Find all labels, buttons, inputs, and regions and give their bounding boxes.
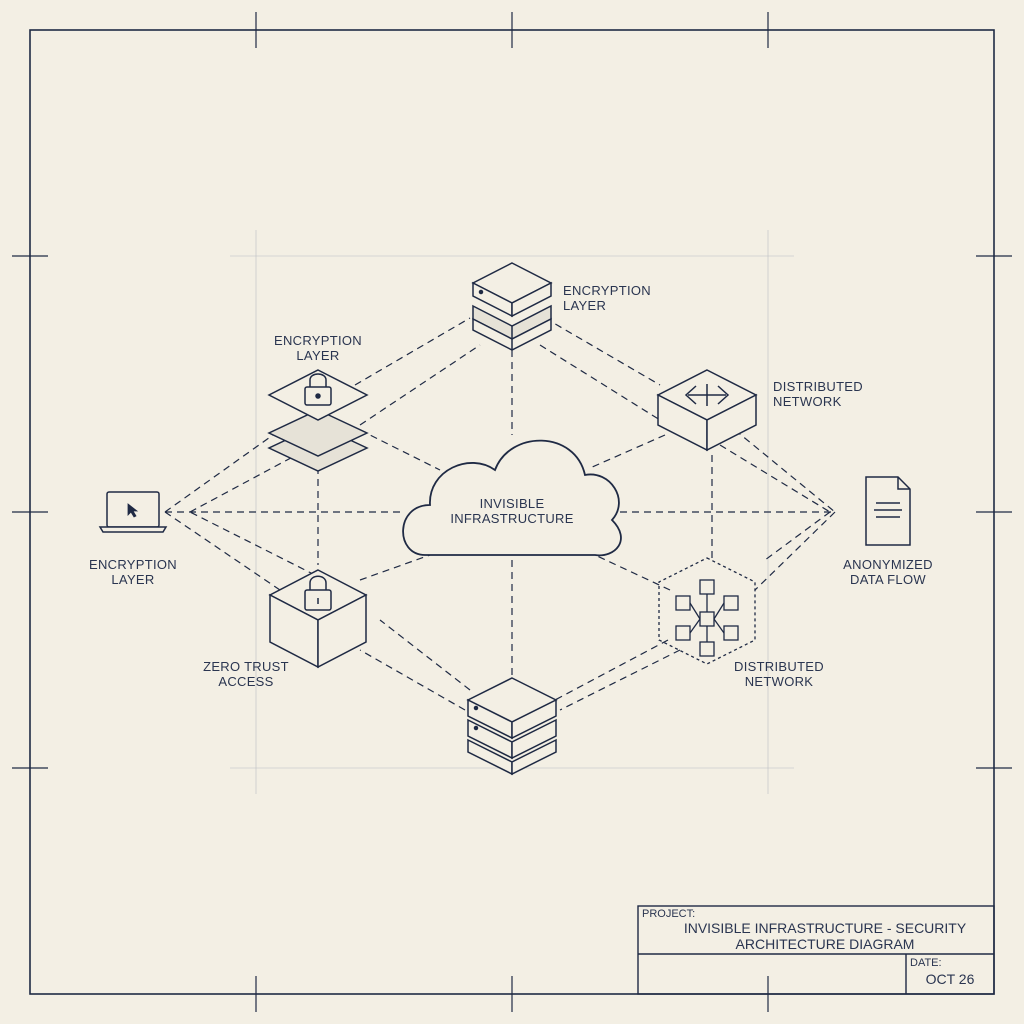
label-top-line2: LAYER (563, 298, 607, 313)
project-title-line2: ARCHITECTURE DIAGRAM (735, 936, 915, 952)
label-right-node: ANONYMIZED DATA FLOW (828, 557, 948, 587)
label-top-node: ENCRYPTION LAYER (563, 283, 651, 313)
label-lower-left-node: ZERO TRUST ACCESS (186, 659, 306, 689)
label-left-line2: LAYER (111, 572, 155, 587)
label-lower-right-node: DISTRIBUTED NETWORK (719, 659, 839, 689)
date-value: OCT 26 (925, 971, 975, 987)
server-stack-icon (471, 262, 553, 351)
laptop-icon (98, 491, 168, 533)
label-upper-right-line2: NETWORK (773, 394, 842, 409)
label-lower-right-line2: NETWORK (744, 674, 814, 689)
label-upper-left-line2: LAYER (296, 348, 340, 363)
label-lower-left-line1: ZERO TRUST (203, 659, 289, 674)
frame-ticks (12, 12, 1012, 1012)
date-label: DATE: (910, 957, 942, 969)
label-upper-right-node: DISTRIBUTED NETWORK (773, 379, 863, 409)
label-lower-left-line2: ACCESS (218, 674, 274, 689)
label-top-line1: ENCRYPTION (563, 283, 651, 298)
label-right-line1: ANONYMIZED (843, 557, 933, 572)
label-upper-right-line1: DISTRIBUTED (773, 379, 863, 394)
center-label-line1: INVISIBLE (479, 496, 545, 511)
title-block-frame (637, 905, 995, 995)
label-right-line2: DATA FLOW (850, 572, 926, 587)
label-left-line1: ENCRYPTION (89, 557, 177, 572)
dashed-connectors (164, 317, 836, 711)
block-network-icon (658, 557, 756, 665)
project-title: INVISIBLE INFRASTRUCTURE - SECURITY ARCH… (660, 920, 990, 952)
project-title-line1: INVISIBLE INFRASTRUCTURE - SECURITY (683, 920, 967, 936)
router-icon (656, 369, 758, 452)
label-left-node: ENCRYPTION LAYER (73, 557, 193, 587)
lock-cube-icon (268, 569, 368, 669)
server-rack-icon (466, 677, 558, 776)
document-icon (865, 476, 911, 546)
label-upper-left-line1: ENCRYPTION (274, 333, 362, 348)
project-label: PROJECT: (642, 908, 696, 920)
center-label: INVISIBLE INFRASTRUCTURE (440, 496, 584, 526)
padlock-layers-icon (267, 369, 369, 472)
label-lower-right-line1: DISTRIBUTED (734, 659, 824, 674)
label-upper-left-node: ENCRYPTION LAYER (258, 333, 378, 363)
center-label-line2: INFRASTRUCTURE (450, 511, 574, 526)
cloud-icon (402, 439, 622, 557)
